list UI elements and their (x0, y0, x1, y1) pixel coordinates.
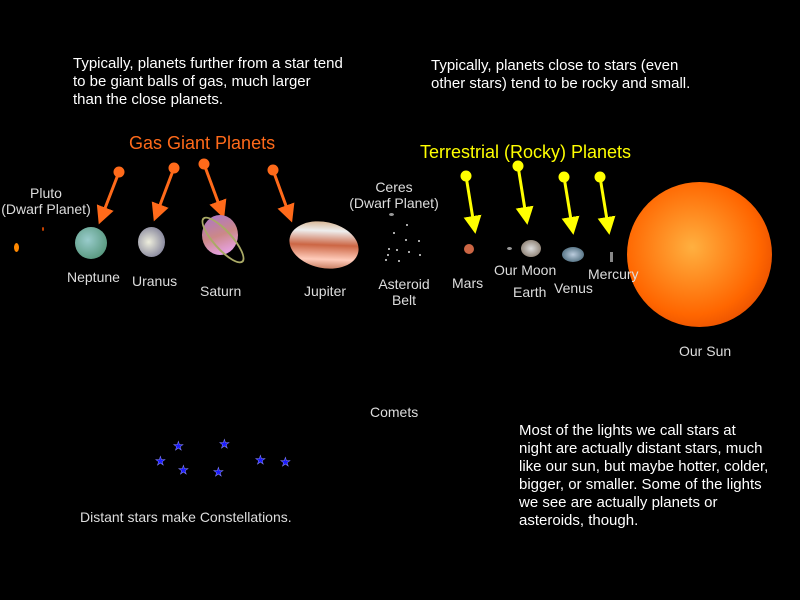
mercury-label: Mercury (588, 266, 639, 282)
moon-label: Our Moon (494, 262, 557, 278)
svg-text:★: ★ (155, 454, 166, 468)
rocky-heading: Terrestrial (Rocky) Planets (420, 142, 632, 162)
pluto-name: Pluto (30, 185, 62, 201)
stars-description: Most of the lights we call stars at nigh… (519, 422, 769, 529)
svg-text:★: ★ (178, 463, 189, 477)
pluto-sub: (Dwarf Planet) (1, 201, 91, 217)
belt-name: Belt (391, 292, 417, 308)
rocky-description: Typically, planets close to stars (even … (431, 57, 691, 92)
mercury (610, 252, 613, 262)
pluto-dot (14, 243, 19, 252)
pluto-moon (42, 227, 44, 231)
rocky-arrows (460, 160, 616, 235)
asteroid-belt-dots (385, 224, 421, 262)
svg-text:★: ★ (280, 455, 291, 469)
asteroid-name: Asteroid (378, 276, 430, 292)
venus (562, 247, 584, 262)
mars-label: Mars (452, 275, 484, 291)
mars (464, 244, 474, 254)
constellation-stars: ★ ★ ★ ★ ★ ★ ★ (155, 437, 291, 480)
ceres (389, 213, 394, 216)
saturn (202, 215, 238, 255)
ceres-name: Ceres (375, 179, 413, 195)
svg-text:★: ★ (219, 437, 230, 451)
uranus-label: Uranus (132, 273, 178, 289)
ceres-label: Ceres(Dwarf Planet) (348, 179, 440, 211)
moon (507, 247, 512, 250)
pluto-label: Pluto(Dwarf Planet) (0, 185, 92, 217)
constellations-label: Distant stars make Constellations. (80, 509, 292, 525)
svg-text:★: ★ (173, 439, 184, 453)
gas-giant-heading: Gas Giant Planets (129, 133, 276, 153)
neptune-label: Neptune (67, 269, 120, 285)
svg-text:★: ★ (255, 453, 266, 467)
venus-label: Venus (554, 280, 593, 296)
gas-giant-description: Typically, planets further from a star t… (73, 55, 343, 108)
sun-label: Our Sun (679, 343, 732, 359)
comets-label: Comets (370, 404, 419, 420)
earth-label: Earth (513, 284, 547, 300)
uranus (138, 227, 165, 257)
neptune (75, 227, 107, 259)
earth (521, 240, 541, 257)
gas-arrows (96, 158, 295, 225)
svg-text:★: ★ (213, 465, 224, 479)
jupiter-label: Jupiter (304, 283, 347, 299)
sun (627, 182, 772, 327)
saturn-label: Saturn (200, 283, 242, 299)
ceres-sub: (Dwarf Planet) (349, 195, 439, 211)
